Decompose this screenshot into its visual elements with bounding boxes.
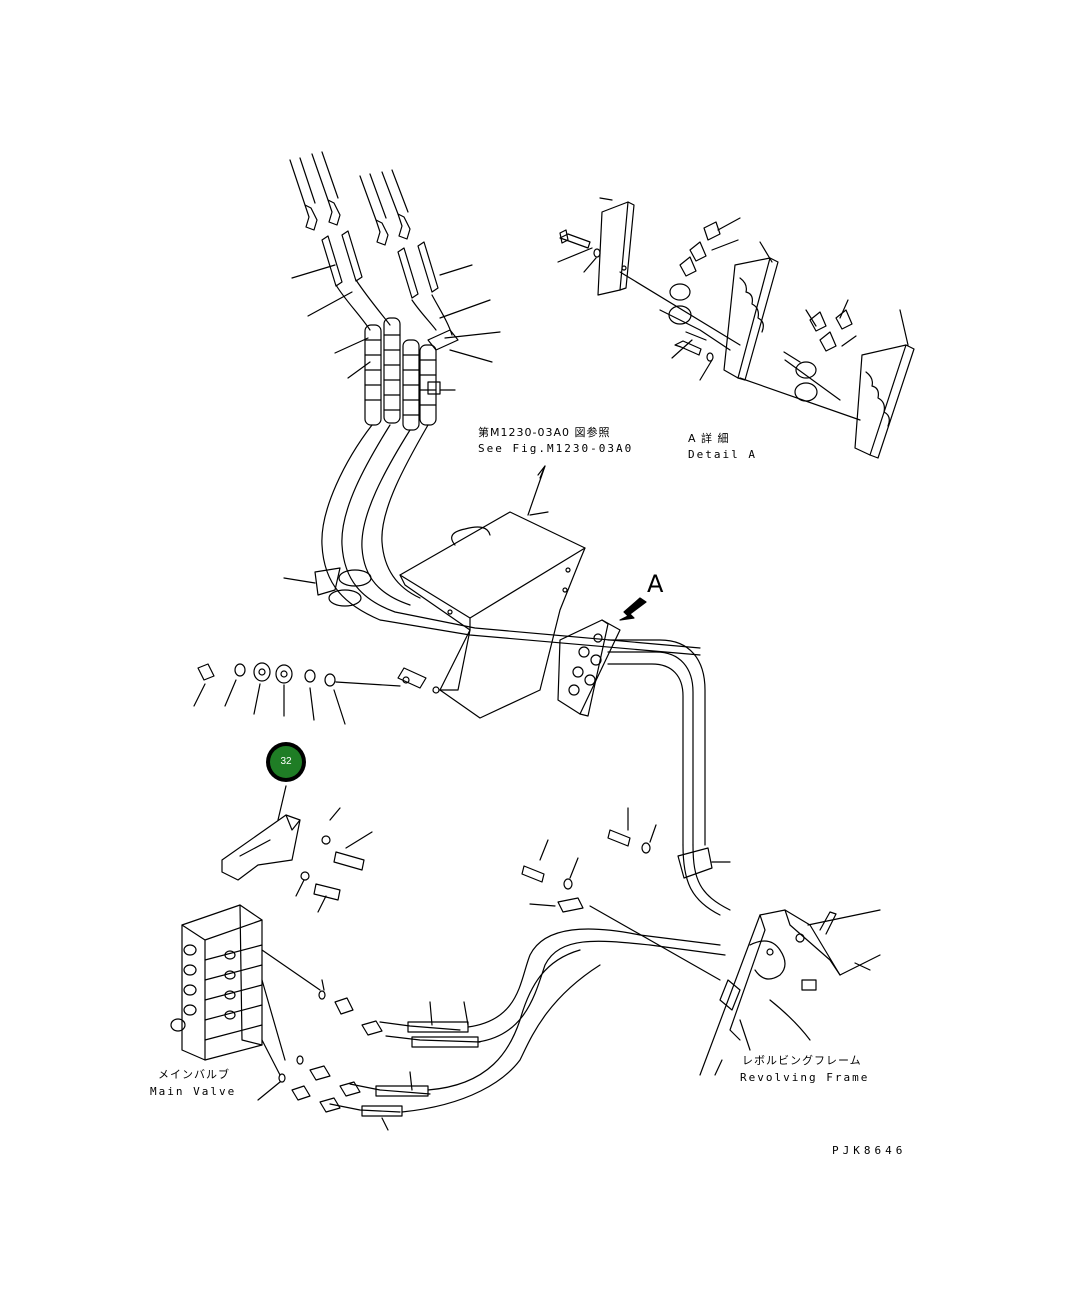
main-valve-label-en: Main Valve: [150, 1085, 237, 1098]
clamp-block: [558, 598, 705, 845]
grommets: [284, 568, 371, 606]
part-32-bracket: [222, 786, 372, 912]
revolving-frame: [700, 910, 880, 1075]
frame-bolts: [522, 808, 730, 980]
revolving-frame-label-jp: レボルビングフレーム: [742, 1054, 862, 1067]
callout-number: 32: [270, 746, 302, 778]
hose-bundle-upper: [290, 152, 700, 655]
main-valve-label-jp: メインバルブ: [158, 1068, 230, 1081]
washer-row: [194, 663, 400, 724]
reference-figure-jp: 第M1230-03A0 図参照: [478, 426, 611, 439]
revolving-frame-label-en: Revolving Frame: [740, 1071, 870, 1084]
reference-figure-en: See Fig.M1230-03A0: [478, 442, 634, 455]
detail-a-title-en: Detail A: [688, 448, 757, 461]
view-arrow-label: A: [647, 570, 664, 598]
detail-a-drawing: [558, 198, 914, 458]
main-valve-drawing: [171, 905, 382, 1112]
part-number-callout[interactable]: 32: [266, 742, 306, 782]
detail-a-title-jp: A 詳 細: [688, 432, 730, 445]
drawing-code: PJK8646: [832, 1144, 907, 1157]
cover-bracket: [398, 466, 585, 718]
hoses-lower: [330, 845, 730, 1130]
